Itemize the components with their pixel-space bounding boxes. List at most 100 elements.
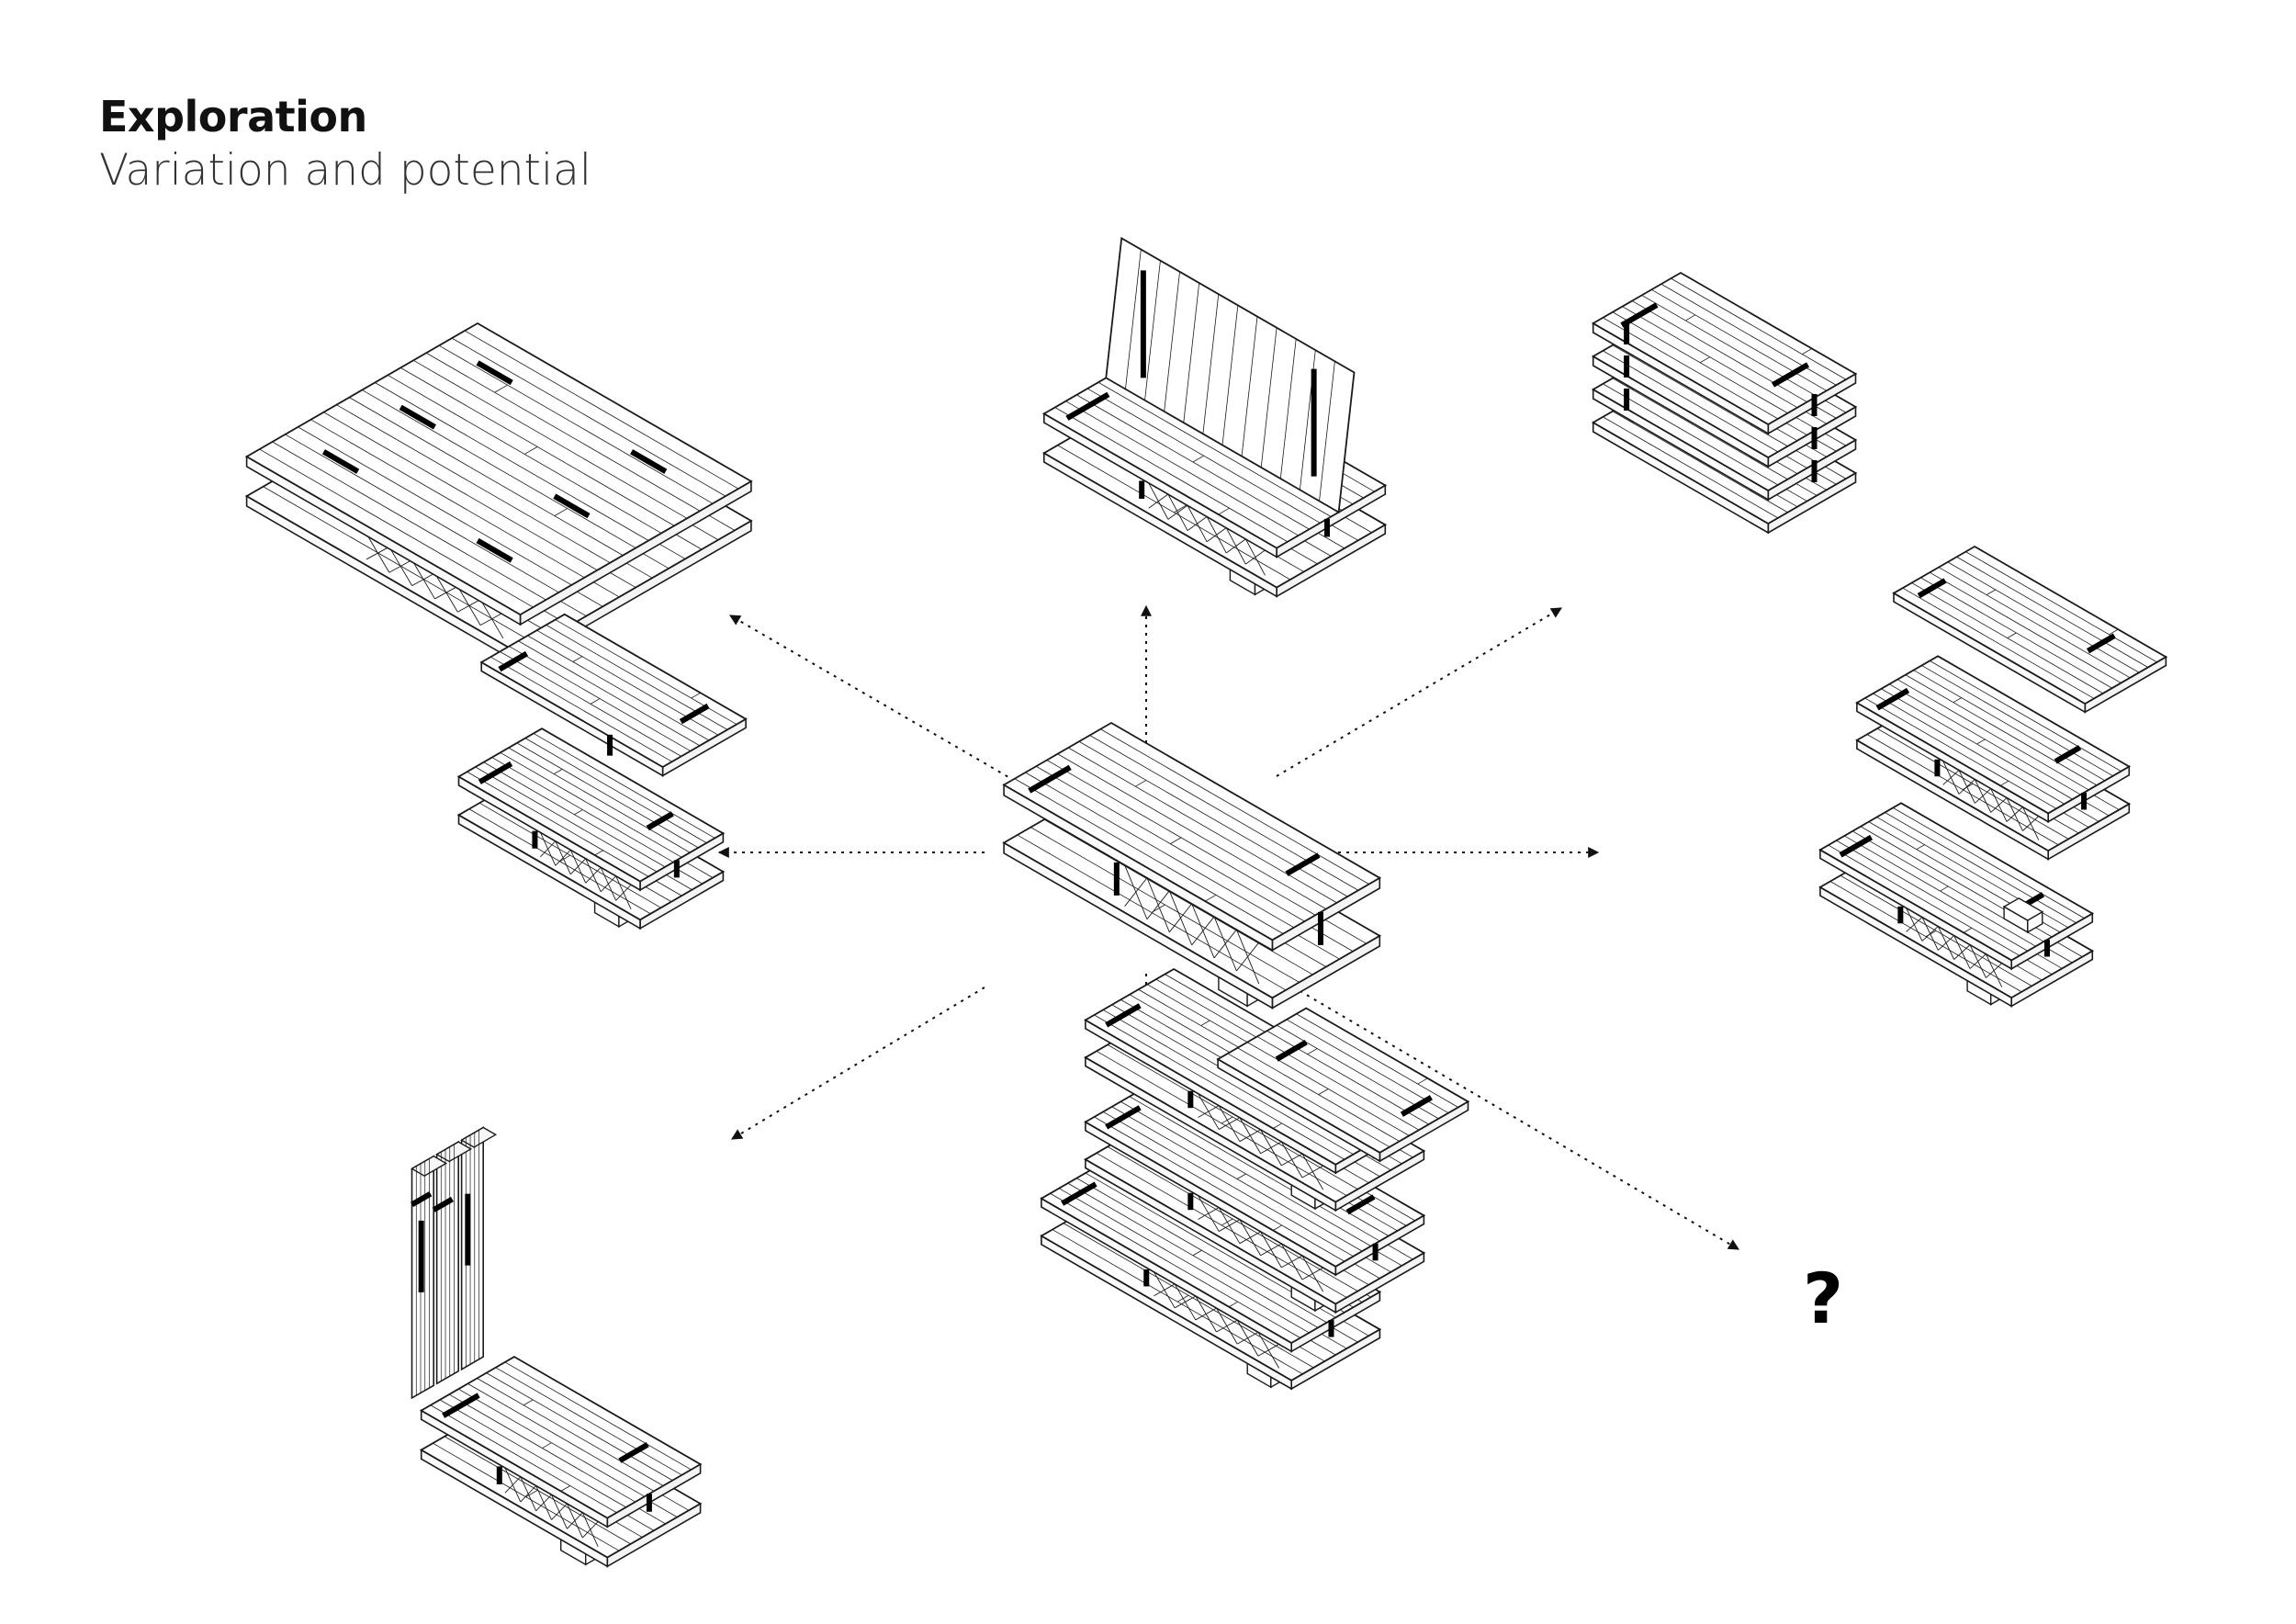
board-line	[1603, 383, 1779, 486]
truss-brace	[1198, 1093, 1220, 1130]
board-line	[1094, 1116, 1345, 1262]
truss-brace	[456, 586, 481, 626]
truss-brace	[1244, 538, 1266, 576]
board-line	[451, 337, 726, 497]
truss-brace	[569, 850, 587, 884]
board-line	[1078, 740, 1348, 897]
board-line	[467, 1383, 655, 1492]
truss-brace	[504, 1467, 522, 1503]
board-line	[1129, 1096, 1380, 1242]
board-joint	[572, 656, 583, 662]
connector-bar	[1345, 1194, 1376, 1215]
truss-brace	[1260, 1129, 1282, 1167]
module-wide-floor	[244, 321, 753, 671]
board-line	[1025, 772, 1294, 929]
board-joint	[1192, 1249, 1202, 1257]
board-line	[495, 1367, 682, 1476]
board-line	[1296, 1013, 1459, 1108]
connector-bar	[498, 650, 529, 672]
board-line	[500, 751, 682, 858]
truss-brace	[1168, 890, 1193, 946]
board-line	[1286, 1019, 1449, 1114]
connector-bar	[1275, 1040, 1308, 1062]
truss-brace	[1218, 1207, 1241, 1244]
connector-bar	[1875, 687, 1910, 711]
slab-top	[1591, 271, 1858, 426]
connector-bar	[442, 1393, 480, 1418]
truss-brace	[1191, 903, 1215, 959]
board-line	[1102, 1009, 1354, 1156]
connector-bar	[1028, 764, 1072, 794]
board-line	[467, 771, 649, 877]
board-line	[1864, 697, 2057, 809]
board-line	[486, 1372, 673, 1481]
roof-board	[1241, 316, 1258, 457]
truss-brace	[388, 547, 413, 586]
wall-panel	[460, 1126, 485, 1371]
board-line	[1896, 679, 2089, 791]
arrow-to-unknown	[1277, 977, 1740, 1250]
roof-board	[1144, 260, 1161, 400]
board-line	[1030, 827, 1300, 983]
connector-bar	[2086, 633, 2116, 654]
truss-brace	[1257, 1332, 1280, 1369]
board-joint	[1174, 503, 1188, 513]
board-joint	[1205, 894, 1217, 902]
board-line	[1058, 1188, 1310, 1334]
board-joint	[2007, 632, 2017, 638]
truss-brace	[585, 858, 602, 893]
board-joint	[1976, 739, 1986, 745]
roof-board	[1183, 282, 1200, 423]
board-joint	[1170, 837, 1182, 844]
roof-board	[1164, 271, 1180, 412]
truss-brace	[1260, 1231, 1282, 1269]
board-line	[425, 352, 701, 512]
truss-brace	[479, 599, 504, 639]
truss-brace	[1235, 929, 1260, 985]
board-line	[533, 733, 715, 839]
board-joint	[560, 1485, 570, 1492]
board-joint	[1218, 507, 1230, 515]
board-joint	[559, 854, 571, 863]
board-line	[464, 330, 739, 490]
roof-board	[1125, 249, 1142, 389]
board-joint	[1228, 1301, 1238, 1308]
board-joint	[691, 692, 701, 699]
board-joint	[1135, 780, 1147, 787]
board-line	[1057, 753, 1327, 909]
board-line	[430, 1404, 617, 1514]
truss-brace	[411, 559, 435, 600]
connector-bar	[1917, 578, 1947, 599]
truss-brace	[555, 840, 571, 875]
board-joint	[1685, 314, 1696, 321]
truss-brace	[615, 875, 632, 910]
board-line	[1930, 660, 2122, 772]
roof-board	[1202, 294, 1220, 434]
board-line	[1965, 551, 2157, 663]
truss-brace	[1239, 1219, 1261, 1257]
truss-brace	[1225, 527, 1246, 565]
board-line	[1947, 561, 2140, 673]
truss-brace	[1124, 864, 1148, 919]
truss-brace	[535, 1485, 552, 1520]
board-line	[375, 382, 649, 541]
module-stacked-tower	[1591, 271, 1858, 535]
roof-board	[1319, 361, 1335, 502]
truss-brace	[1195, 1295, 1217, 1333]
board-line	[1671, 277, 1847, 380]
truss-brace	[1174, 1283, 1197, 1321]
truss-brace	[1218, 1105, 1241, 1142]
truss-brace	[600, 867, 617, 901]
truss-brace	[1301, 1153, 1324, 1190]
board-line	[518, 640, 701, 747]
truss-brace	[2022, 806, 2040, 840]
connector-bar	[1105, 1105, 1142, 1130]
board-line	[1956, 556, 2148, 668]
board-line	[1014, 778, 1284, 934]
connector-bar	[478, 761, 513, 784]
connector-bar	[1105, 1003, 1142, 1028]
module-vertical-walls	[411, 1126, 703, 1568]
truss-brace	[1301, 1255, 1324, 1292]
module-extended-platform	[1040, 967, 1470, 1391]
truss-brace	[2006, 797, 2023, 831]
